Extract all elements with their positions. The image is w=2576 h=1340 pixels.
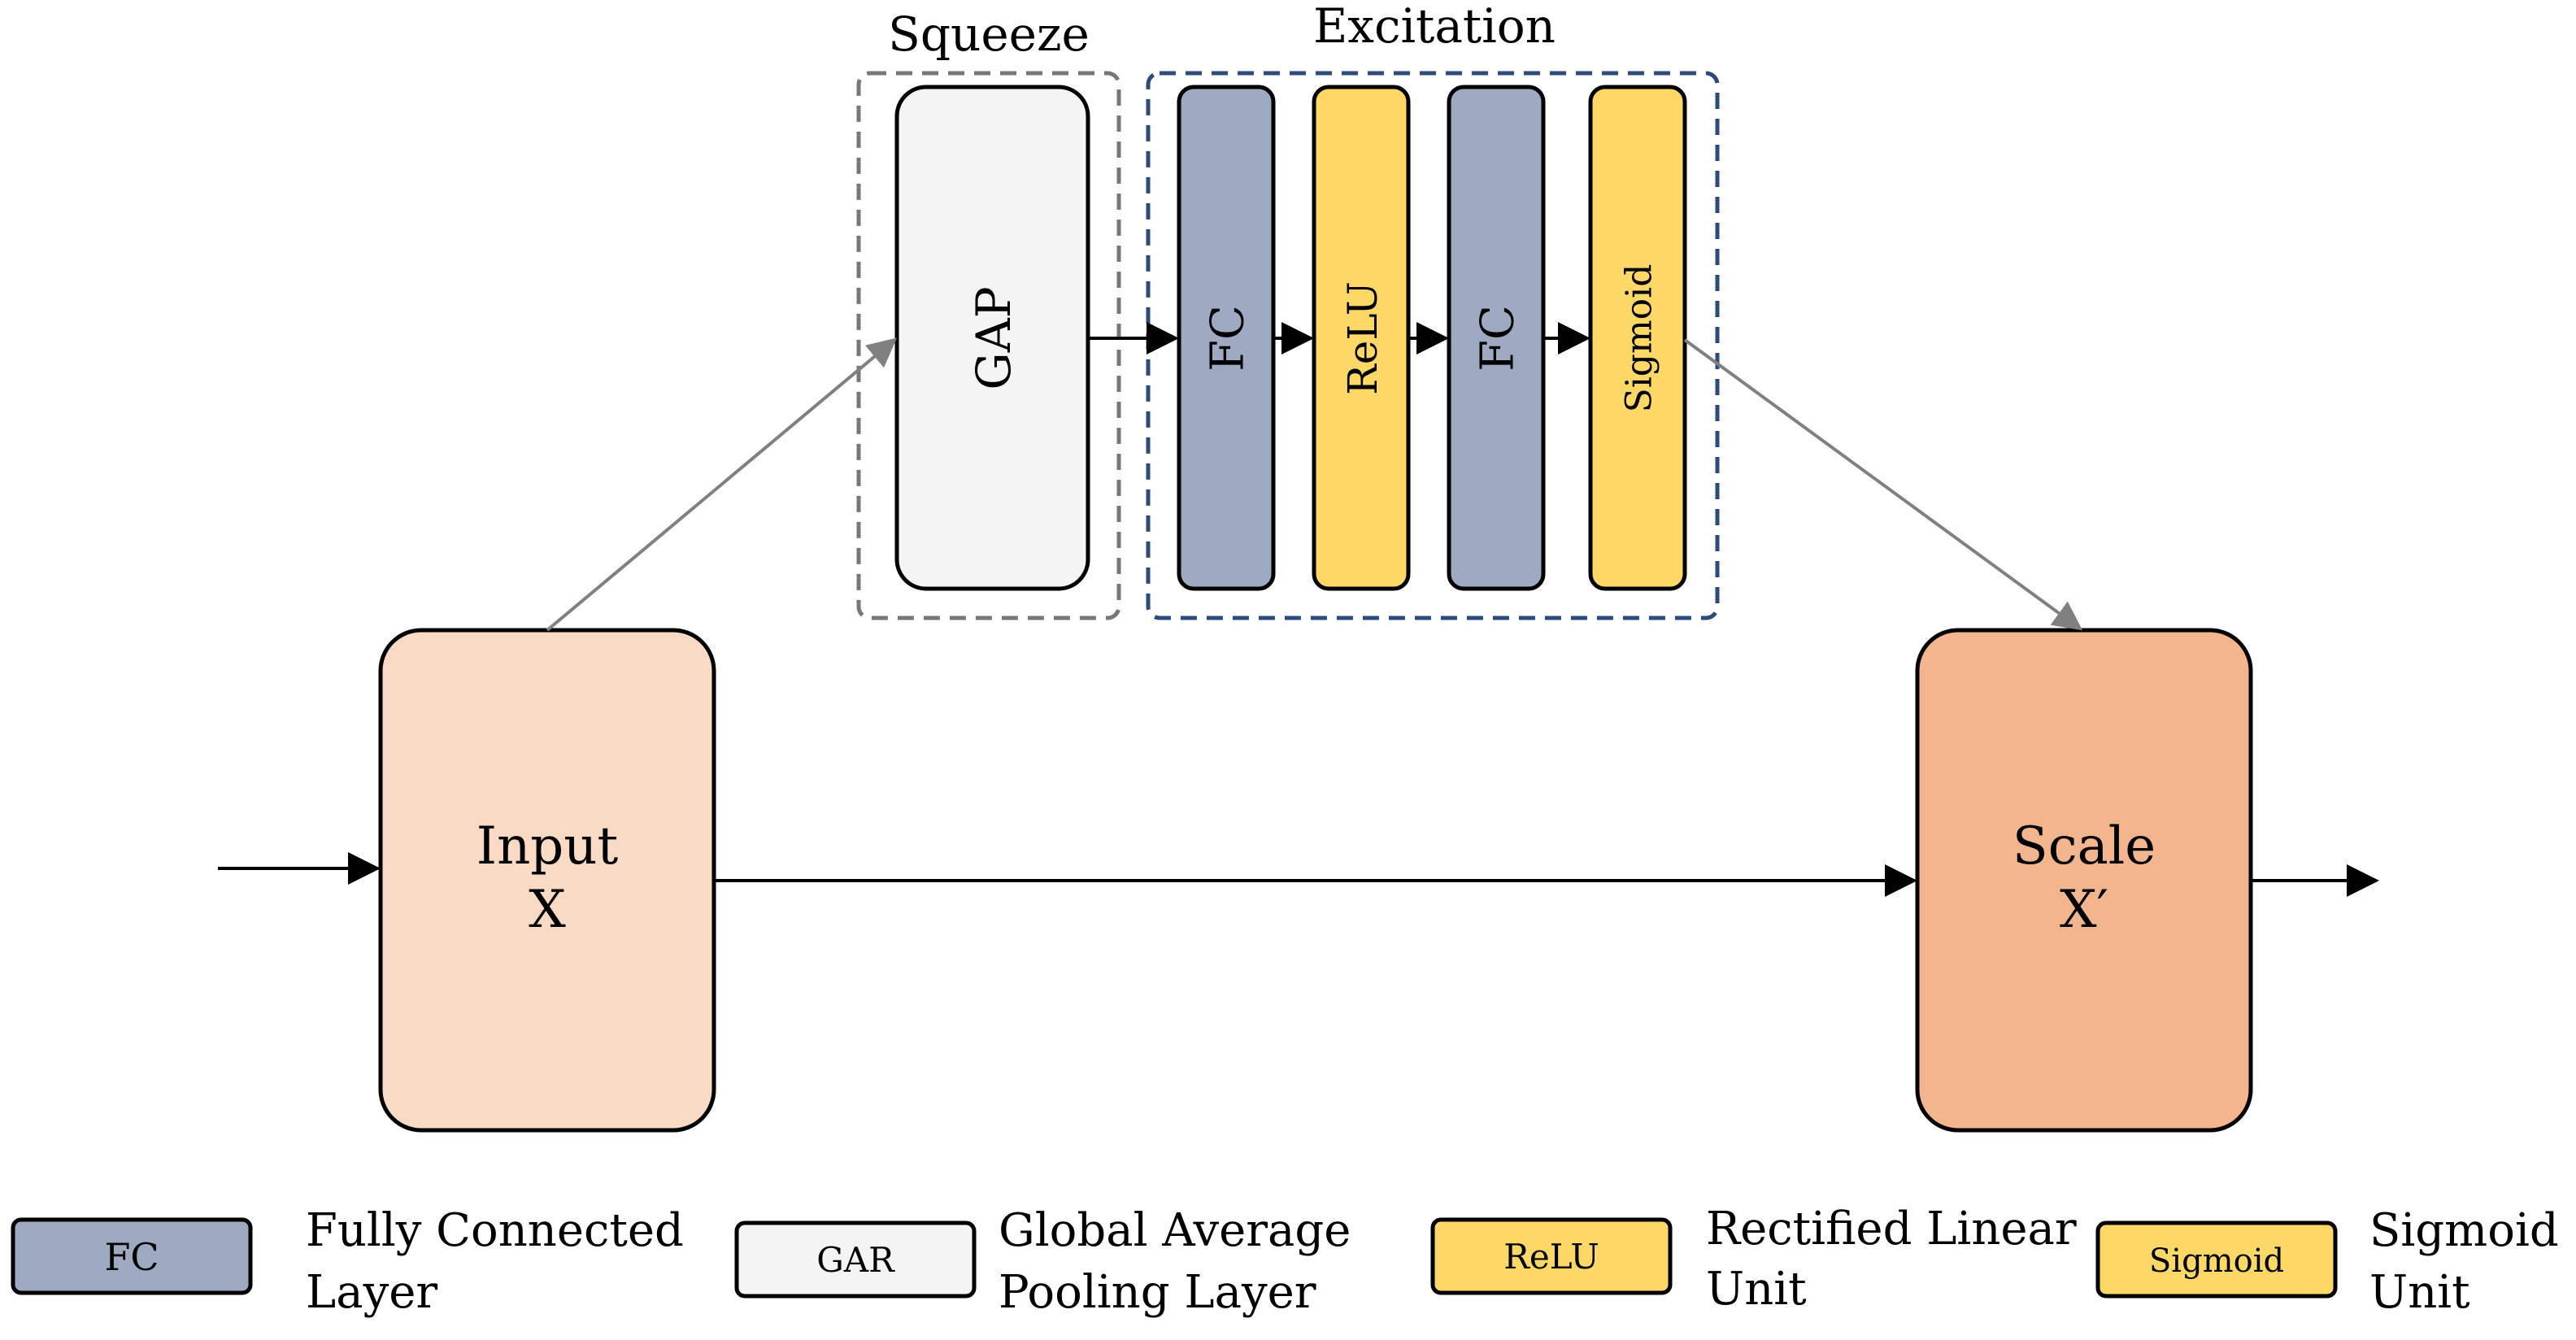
legend-fc-line1: Fully Connected bbox=[306, 1204, 684, 1257]
legend-swatch-fc bbox=[11, 1217, 253, 1295]
sigmoid-block bbox=[1588, 85, 1687, 591]
sigmoid-label: Sigmoid bbox=[1619, 264, 1660, 413]
scale-label: Scale bbox=[2012, 816, 2156, 877]
legend-swatch-sigmoid bbox=[2095, 1220, 2338, 1299]
legend-swatch-gap bbox=[734, 1220, 977, 1299]
legend-gap-line1: Global Average bbox=[999, 1204, 1351, 1257]
legend-swatch-relu bbox=[1430, 1217, 1673, 1295]
gap-label: GAP bbox=[966, 286, 1021, 389]
fc1-label: FC bbox=[1202, 305, 1255, 372]
arrow-sigmoid-to-scale bbox=[1683, 338, 2083, 631]
input-label: Input bbox=[476, 816, 619, 877]
legend-swatch-gap-text: GAR bbox=[816, 1240, 895, 1280]
legend-swatch-sigmoid-text: Sigmoid bbox=[2149, 1242, 2284, 1280]
squeeze-title: Squeeze bbox=[888, 7, 1090, 62]
legend-item-sigmoid: Sigmoid Sigmoid Unit bbox=[2095, 1204, 2559, 1319]
legend-relu-line1: Rectified Linear bbox=[1706, 1203, 2077, 1255]
legend-sigmoid-line2: Unit bbox=[2369, 1266, 2470, 1319]
legend-item-fc: FC Fully Connected Layer bbox=[11, 1204, 684, 1319]
legend-sigmoid-line1: Sigmoid bbox=[2369, 1204, 2559, 1257]
input-symbol: X bbox=[529, 880, 566, 940]
squeeze-group-frame bbox=[856, 71, 1121, 620]
legend-fc-line2: Layer bbox=[306, 1266, 437, 1319]
fc2-label: FC bbox=[1472, 305, 1525, 372]
legend-relu-line2: Unit bbox=[1706, 1263, 1807, 1316]
legend: FC Fully Connected Layer GAR Global Aver… bbox=[11, 1203, 2559, 1319]
legend-item-gap: GAR Global Average Pooling Layer bbox=[734, 1204, 1351, 1319]
relu-label: ReLU bbox=[1339, 281, 1386, 395]
legend-swatch-fc-text: FC bbox=[104, 1235, 159, 1279]
arrow-input-to-gap bbox=[546, 337, 898, 632]
legend-swatch-relu-text: ReLU bbox=[1503, 1237, 1599, 1277]
legend-gap-line2: Pooling Layer bbox=[999, 1266, 1316, 1319]
legend-item-relu: ReLU Rectified Linear Unit bbox=[1430, 1203, 2077, 1316]
excitation-title: Excitation bbox=[1313, 0, 1556, 54]
scale-symbol: X′ bbox=[2060, 880, 2108, 940]
